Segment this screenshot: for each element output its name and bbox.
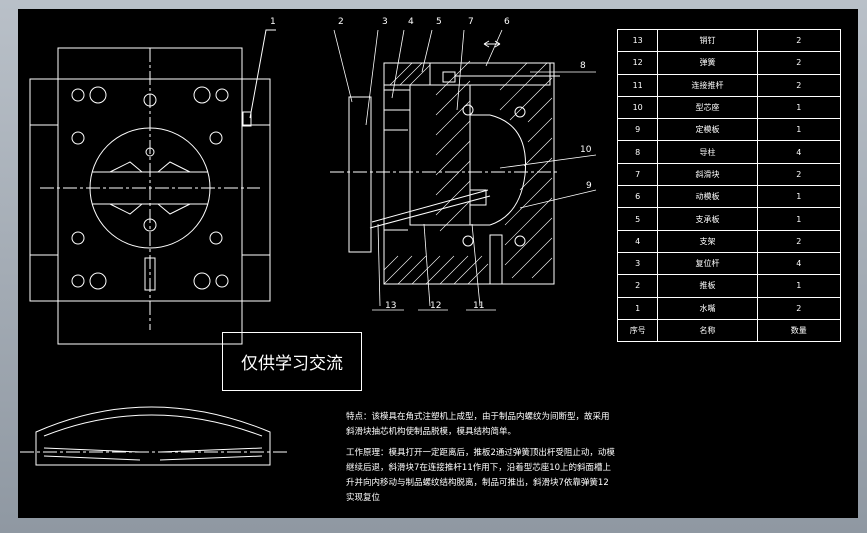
callout-1: 1 — [270, 17, 276, 27]
cell-no: 2 — [616, 274, 659, 298]
header-no: 序号 — [616, 318, 659, 343]
callout-4: 4 — [408, 17, 414, 27]
table-header-row: 序号 名称 数量 — [616, 318, 842, 343]
notes-block: 特点：该模具在角式注塑机上成型，由于制品内螺纹为间断型，故采用斜滑块抽芯机构使制… — [346, 410, 616, 512]
cell-qty: 1 — [756, 207, 842, 231]
cell-no: 9 — [616, 118, 659, 142]
cell-qty: 2 — [756, 28, 842, 53]
cell-no: 10 — [616, 95, 659, 120]
cell-no: 4 — [616, 229, 659, 253]
cell-name: 支承板 — [657, 207, 758, 231]
callout-10: 10 — [580, 145, 592, 155]
cell-no: 1 — [616, 296, 659, 320]
callout-5: 5 — [436, 17, 442, 27]
cell-qty: 1 — [756, 274, 842, 298]
cell-no: 11 — [616, 73, 659, 97]
callout-6: 6 — [504, 17, 510, 27]
cell-no: 8 — [616, 140, 659, 164]
cell-qty: 1 — [756, 118, 842, 142]
cell-name: 动模板 — [657, 185, 758, 209]
cell-qty: 2 — [756, 296, 842, 320]
callout-8: 8 — [580, 61, 586, 71]
cell-no: 13 — [616, 28, 659, 53]
cell-name: 定模板 — [657, 118, 758, 142]
cell-name: 销钉 — [657, 28, 758, 53]
cell-qty: 1 — [756, 185, 842, 209]
callout-3: 3 — [382, 17, 388, 27]
cell-no: 6 — [616, 185, 659, 209]
cell-qty: 4 — [756, 251, 842, 276]
cell-no: 7 — [616, 162, 659, 187]
notes-feature: 特点：该模具在角式注塑机上成型，由于制品内螺纹为间断型，故采用斜滑块抽芯机构使制… — [346, 412, 610, 437]
cell-name: 复位杆 — [657, 251, 758, 276]
cell-no: 5 — [616, 207, 659, 231]
callout-13: 13 — [385, 301, 396, 311]
header-name: 名称 — [657, 318, 758, 343]
cell-name: 水嘴 — [657, 296, 758, 320]
cell-name: 支架 — [657, 229, 758, 253]
product-section — [20, 406, 290, 466]
callout-2: 2 — [338, 17, 344, 27]
header-qty: 数量 — [756, 318, 842, 343]
cell-qty: 1 — [756, 95, 842, 120]
leader-lines — [333, 29, 597, 311]
cell-name: 导柱 — [657, 140, 758, 164]
cell-no: 3 — [616, 251, 659, 276]
plan-view — [29, 29, 276, 345]
cell-name: 推板 — [657, 274, 758, 298]
cell-qty: 2 — [756, 162, 842, 187]
cell-qty: 2 — [756, 73, 842, 97]
cell-qty: 4 — [756, 140, 842, 164]
callout-7: 7 — [468, 17, 474, 27]
callout-9: 9 — [586, 181, 592, 191]
title-box: 仅供学习交流 — [222, 332, 362, 391]
cell-qty: 2 — [756, 229, 842, 253]
callout-12: 12 — [430, 301, 441, 311]
notes-principle: 工作原理：模具打开一定距离后，推板2通过弹簧顶出杆受阻止动，动模继续后退，斜滑块… — [346, 448, 615, 503]
cell-qty: 2 — [756, 51, 842, 75]
cell-name: 弹簧 — [657, 51, 758, 75]
cell-no: 12 — [616, 51, 659, 75]
section-view — [330, 40, 560, 285]
cell-name: 斜滑块 — [657, 162, 758, 187]
cell-name: 型芯座 — [657, 95, 758, 120]
callout-11: 11 — [473, 301, 484, 311]
cell-name: 连接推杆 — [657, 73, 758, 97]
